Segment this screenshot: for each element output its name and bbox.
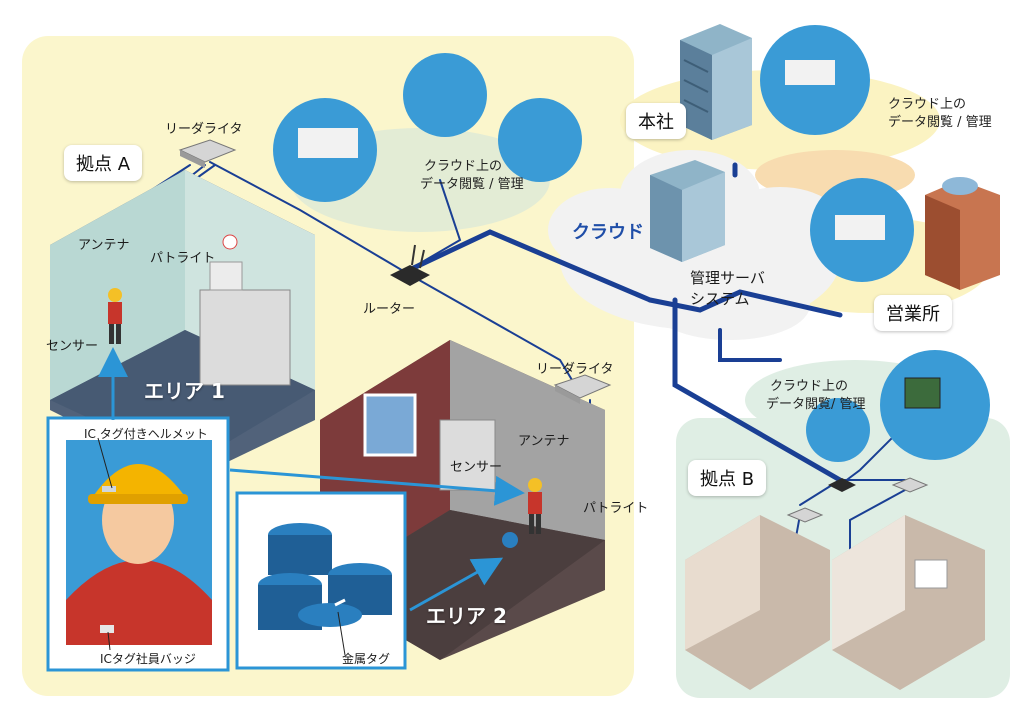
link-arrows	[98, 347, 525, 612]
site-b-label: 拠点 B	[688, 460, 767, 496]
hq-building	[680, 24, 752, 140]
caption-b-line1: クラウド上の	[770, 379, 849, 394]
cloud-label: クラウド	[572, 222, 644, 243]
caption-b-line2: データ閲覧/ 管理	[766, 397, 866, 412]
caption-hq-line2: データ閲覧 / 管理	[888, 115, 992, 130]
router-device	[390, 244, 430, 286]
reader-writer-label-1: リーダライタ	[165, 122, 243, 137]
inset-helmet-badge	[46, 416, 230, 672]
caption-a-line2: データ閲覧 / 管理	[420, 177, 524, 192]
badge-tag-label: ICタグ社員バッジ	[100, 652, 196, 666]
metal-tag-label: 金属タグ	[342, 652, 391, 666]
inset-metal-tag	[235, 491, 407, 670]
sales-office-building	[925, 177, 1000, 290]
helmet-tag-label: IC タグ付きヘルメット	[84, 427, 208, 441]
caption-a-line1: クラウド上の	[424, 159, 503, 174]
site-b-rooms	[685, 515, 985, 690]
worker-area-1	[108, 288, 122, 344]
antenna-label-2: アンテナ	[518, 434, 570, 449]
sensor-label-1: センサー	[46, 339, 99, 354]
hq-label: 本社	[626, 103, 686, 139]
patlight-label-2: パトライト	[583, 501, 649, 516]
area-2-label: エリア 2	[426, 604, 507, 628]
sensor-label-2: センサー	[450, 460, 503, 475]
site-a-label: 拠点 A	[64, 145, 143, 181]
sales-office-label: 営業所	[874, 295, 952, 331]
area-1-label: エリア 1	[144, 379, 225, 403]
router-label: ルーター	[363, 302, 416, 317]
patlight-label-1: パトライト	[150, 251, 216, 266]
antenna-label-1: アンテナ	[78, 238, 130, 253]
management-server	[650, 160, 725, 262]
caption-hq-line1: クラウド上の	[888, 97, 967, 112]
person-circles	[273, 25, 990, 462]
worker-area-2	[502, 478, 542, 548]
reader-writers-b	[786, 477, 929, 523]
server-label-line1: 管理サーバ	[690, 269, 765, 287]
reader-writer-a1	[178, 139, 237, 168]
server-label-line2: システム	[690, 290, 750, 308]
area-1-room	[50, 170, 315, 480]
router-device-b	[828, 478, 856, 492]
reader-writer-label-2: リーダライタ	[536, 362, 614, 377]
reader-writer-a2	[553, 374, 612, 404]
